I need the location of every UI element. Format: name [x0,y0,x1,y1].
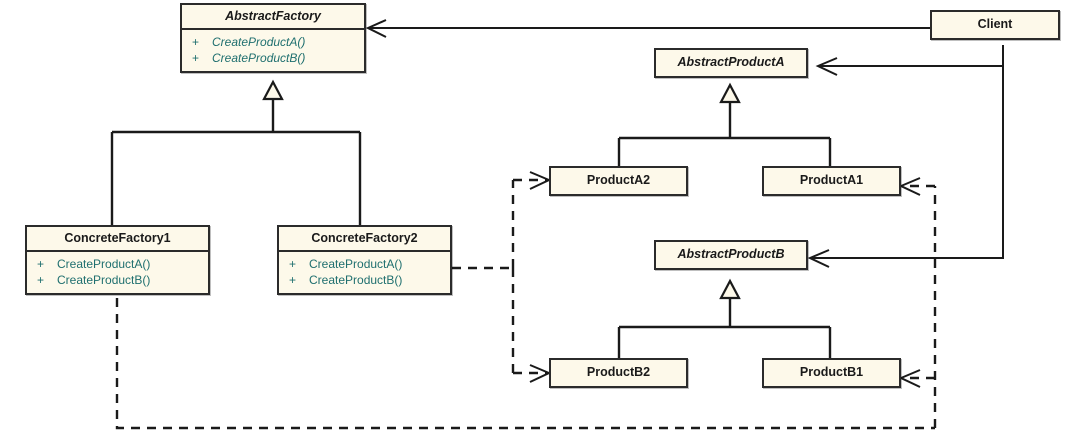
member-visibility: + [192,35,200,49]
class-members-concrete-factory-1: + CreateProductA() + CreateProductB() [27,252,208,293]
association-client-to-abstractproducta [815,57,1003,76]
class-title-product-b1: ProductB1 [799,365,864,379]
class-title-product-a1: ProductA1 [799,173,864,187]
generalization-concretefactories-to-abstractfactory [110,79,362,225]
class-title-product-b2: ProductB2 [586,365,651,379]
member-visibility: + [289,273,297,287]
class-box-client[interactable]: Client [930,10,1060,40]
member-row: + CreateProductB() [186,50,360,66]
member-name: CreateProductB() [57,273,151,287]
class-title-abstract-product-a: AbstractProductA [677,55,785,69]
class-divider [182,28,364,30]
class-box-product-b1[interactable]: ProductB1 [762,358,901,388]
class-divider [27,250,208,252]
class-box-product-b2[interactable]: ProductB2 [549,358,688,388]
class-divider [279,250,450,252]
member-name: CreateProductB() [212,51,306,65]
member-row: + CreateProductA() [283,256,446,272]
class-members-abstract-factory: + CreateProductA() + CreateProductB() [182,30,364,71]
class-title-client: Client [977,17,1013,31]
generalization-productb-to-abstractproductb [617,278,832,358]
class-box-abstract-product-b[interactable]: AbstractProductB [654,240,808,270]
class-title-product-a2: ProductA2 [586,173,651,187]
member-row: + CreateProductA() [31,256,204,272]
member-visibility: + [37,257,45,271]
class-title-abstract-factory: AbstractFactory [225,9,321,23]
class-box-abstract-factory[interactable]: AbstractFactory + CreateProductA() + Cre… [180,3,366,73]
member-visibility: + [289,257,297,271]
class-box-product-a1[interactable]: ProductA1 [762,166,901,196]
class-box-concrete-factory-2[interactable]: ConcreteFactory2 + CreateProductA() + Cr… [277,225,452,295]
member-visibility: + [192,51,200,65]
member-name: CreateProductA() [309,257,403,271]
class-title-concrete-factory-1: ConcreteFactory1 [64,231,171,245]
class-title-concrete-factory-2: ConcreteFactory2 [311,231,418,245]
class-box-concrete-factory-1[interactable]: ConcreteFactory1 + CreateProductA() + Cr… [25,225,210,295]
dependency-concretefactory2-to-products [452,171,552,383]
association-client-to-abstractfactory [365,19,930,38]
member-row: + CreateProductB() [283,272,446,288]
class-box-product-a2[interactable]: ProductA2 [549,166,688,196]
dependency-concretefactory1-to-products [115,177,937,430]
generalization-producta-to-abstractproducta [617,82,832,166]
member-name: CreateProductA() [57,257,151,271]
member-name: CreateProductA() [212,35,306,49]
class-members-concrete-factory-2: + CreateProductA() + CreateProductB() [279,252,450,293]
association-client-to-abstractproductb [807,45,1004,268]
class-box-abstract-product-a[interactable]: AbstractProductA [654,48,808,78]
member-row: + CreateProductA() [186,34,360,50]
member-name: CreateProductB() [309,273,403,287]
member-visibility: + [37,273,45,287]
class-title-abstract-product-b: AbstractProductB [677,247,785,261]
member-row: + CreateProductB() [31,272,204,288]
